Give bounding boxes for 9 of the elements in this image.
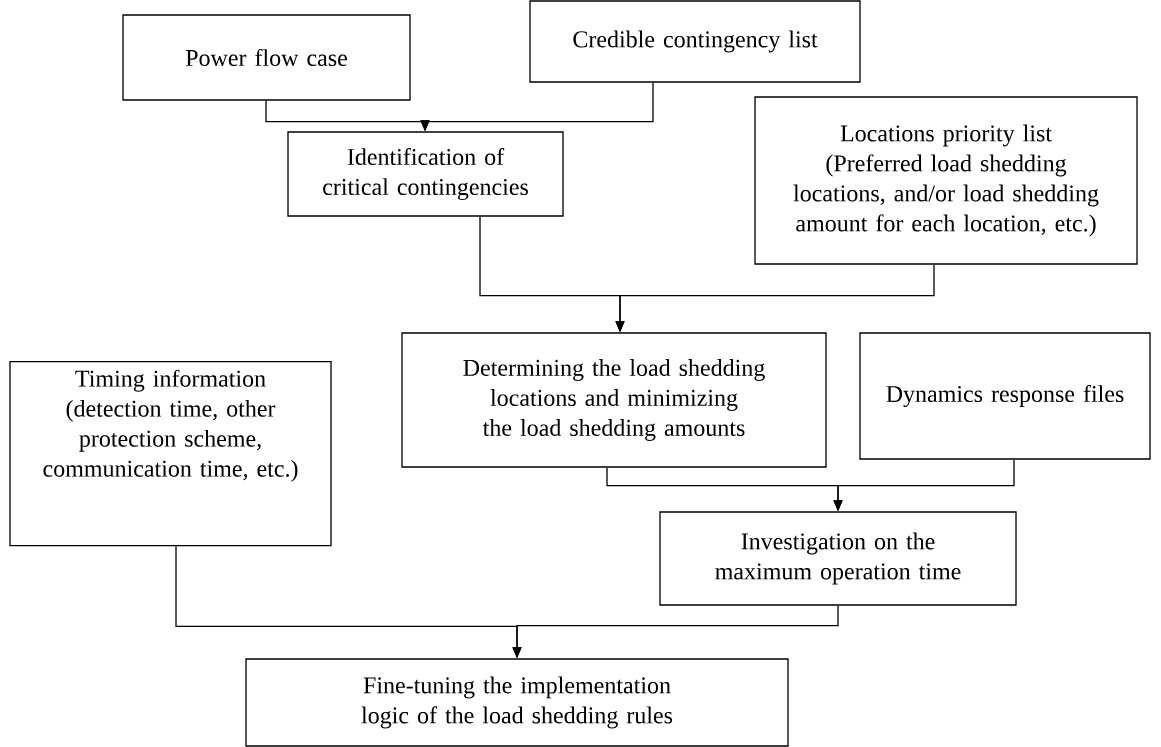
process-box: Timing information (detection time, other protection scheme, communication time, etc.) bbox=[9, 361, 332, 547]
process-box: Power flow case bbox=[122, 14, 411, 101]
process-box: Investigation on the maximum operation time bbox=[659, 511, 1017, 606]
process-box: Fine-tuning the implementation logic of the load shedding rules bbox=[245, 658, 789, 747]
process-box: Identification of critical contingencies bbox=[287, 131, 564, 217]
process-box: Determining the load shedding locations and minimizing the load shedding amounts bbox=[401, 332, 827, 468]
process-box: Dynamics response files bbox=[859, 332, 1151, 460]
process-box: Locations priority list (Preferred load shedding locations, and/or load shedding amount for each location, etc.) bbox=[754, 96, 1138, 265]
process-box: Credible contingency list bbox=[529, 0, 861, 83]
